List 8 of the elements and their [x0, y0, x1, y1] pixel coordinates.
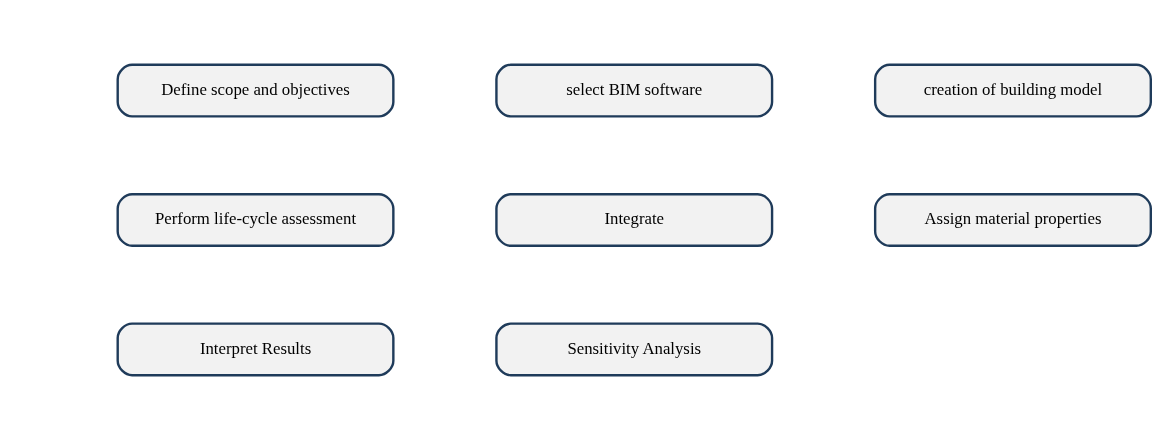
- node-box: Interpret Results: [116, 321, 395, 376]
- node-box: Perform life-cycle assessment: [116, 192, 395, 247]
- node-box: select BIM software: [495, 63, 774, 118]
- node-box: Sensitivity Analysis: [495, 321, 774, 376]
- node-box: Assign material properties: [873, 192, 1152, 247]
- node-box: Define scope and objectives: [116, 63, 395, 118]
- node-box: creation of building model: [873, 63, 1152, 118]
- node-box: Integrate: [495, 192, 774, 247]
